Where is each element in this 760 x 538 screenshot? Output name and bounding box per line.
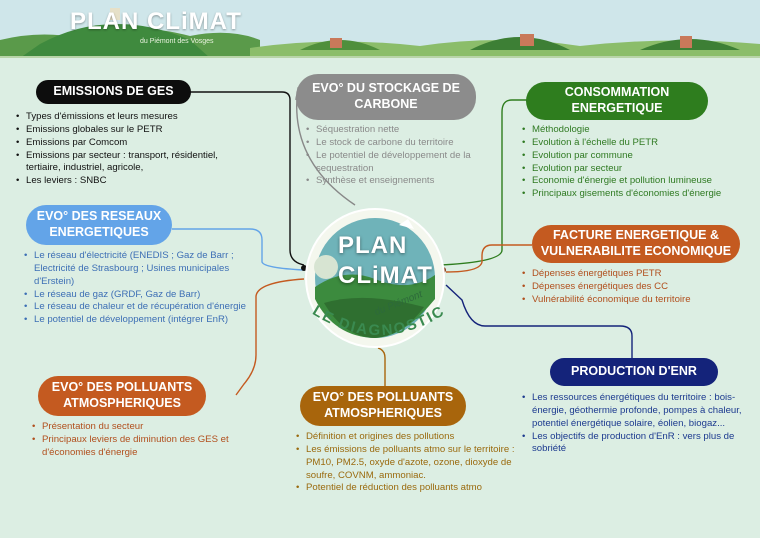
list-item: Le réseau de chaleur et de récupération … <box>24 301 264 314</box>
node-ges-list: Types d'émissions et leurs mesures Emiss… <box>14 111 236 188</box>
list-item: Dépenses énergétiques des CC <box>522 281 760 294</box>
connector-reseaux <box>172 228 305 271</box>
connector-production <box>445 284 633 358</box>
node-polluants-left-title[interactable]: EVO° DES POLLUANTS ATMOSPHERIQUES <box>38 376 206 416</box>
node-ges-title[interactable]: EMISSIONS DE GES <box>36 80 191 104</box>
svg-text:LE DIAGNOSTIC: LE DIAGNOSTIC <box>310 302 449 339</box>
node-polluants-center-list: Définition et origines des pollutions Le… <box>294 431 538 495</box>
list-item: Types d'émissions et leurs mesures <box>16 111 236 124</box>
list-item: Evolution par commune <box>522 150 760 163</box>
connector-polluants-left <box>235 278 305 396</box>
node-consommation-title[interactable]: CONSOMMATION ENERGETIQUE <box>526 82 708 120</box>
node-polluants-center-title-text: EVO° DES POLLUANTS ATMOSPHERIQUES <box>312 390 454 420</box>
node-ges-title-text: EMISSIONS DE GES <box>53 84 174 99</box>
list-item: Le potentiel de développement (intégrer … <box>24 314 264 327</box>
node-consommation-title-text: CONSOMMATION ENERGETIQUE <box>564 85 670 115</box>
list-item: Le stock de carbone du territoire <box>306 137 506 150</box>
node-facture-title[interactable]: FACTURE ENERGETIQUE & VULNERABILITE ECON… <box>532 225 740 263</box>
connector-facture <box>445 244 532 273</box>
center-caption-arc: LE DIAGNOSTIC <box>310 302 449 339</box>
banner-title: PLAN CLiMAT <box>70 8 242 35</box>
list-item: Principaux gisements d'économies d'énerg… <box>522 188 760 201</box>
center-caption: LE DIAGNOSTIC <box>310 302 447 339</box>
list-item: Le réseau de gaz (GRDF, Gaz de Barr) <box>24 289 264 302</box>
center-emblem <box>305 208 445 348</box>
node-production-title-text: PRODUCTION D'ENR <box>571 364 697 379</box>
list-item: Les ressources énergétiques du territoir… <box>522 392 760 431</box>
node-stockage-title[interactable]: EVO° DU STOCKAGE DE CARBONE <box>296 74 476 120</box>
list-item: Economie d'énergie et pollution lumineus… <box>522 175 760 188</box>
list-item: Evolution par secteur <box>522 163 760 176</box>
node-stockage-title-text: EVO° DU STOCKAGE DE CARBONE <box>312 81 460 111</box>
center-title-line2: CLiMAT <box>338 262 433 289</box>
center-title-line1: PLAN <box>338 232 408 259</box>
list-item: Vulnérabilité économique du territoire <box>522 294 760 307</box>
node-polluants-center-title[interactable]: EVO° DES POLLUANTS ATMOSPHERIQUES <box>300 386 466 426</box>
list-item: Synthèse et enseignements <box>306 175 506 188</box>
list-item: Emissions globales sur le PETR <box>16 124 236 137</box>
list-item: Le potentiel de développement de la sequ… <box>306 150 506 176</box>
list-item: Potentiel de réduction des polluants atm… <box>296 482 538 495</box>
connector-polluants-center <box>377 347 386 386</box>
list-item: Le réseau d'électricité (ENEDIS ; Gaz de… <box>24 250 264 289</box>
list-item: Les leviers : SNBC <box>16 175 236 188</box>
list-item: Les objectifs de production d'EnR : vers… <box>522 431 760 457</box>
node-stockage-list: Séquestration nette Le stock de carbone … <box>304 124 506 188</box>
list-item: Définition et origines des pollutions <box>296 431 538 444</box>
node-production-title[interactable]: PRODUCTION D'ENR <box>550 358 718 386</box>
list-item: Séquestration nette <box>306 124 506 137</box>
list-item: Présentation du secteur <box>32 421 274 434</box>
list-item: Méthodologie <box>522 124 760 137</box>
list-item: Evolution à l'échelle du PETR <box>522 137 760 150</box>
list-item: Principaux leviers de diminution des GES… <box>32 434 274 460</box>
node-reseaux-title[interactable]: EVO° DES RESEAUX ENERGETIQUES <box>26 205 172 245</box>
connector-ges <box>190 91 305 266</box>
node-facture-title-text: FACTURE ENERGETIQUE & VULNERABILITE ECON… <box>540 228 732 258</box>
node-reseaux-list: Le réseau d'électricité (ENEDIS ; Gaz de… <box>22 250 264 327</box>
node-facture-list: Dépenses énergétiques PETR Dépenses éner… <box>520 268 760 307</box>
list-item: Emissions par secteur : transport, résid… <box>16 150 236 176</box>
node-polluants-left-title-text: EVO° DES POLLUANTS ATMOSPHERIQUES <box>51 380 193 410</box>
list-item: Les émissions de polluants atmo sur le t… <box>296 444 538 483</box>
node-polluants-left-list: Présentation du secteur Principaux levie… <box>30 421 274 460</box>
node-production-list: Les ressources énergétiques du territoir… <box>520 392 760 456</box>
banner-subtitle: du Piémont des Vosges <box>140 38 214 45</box>
node-consommation-list: Méthodologie Evolution à l'échelle du PE… <box>520 124 760 201</box>
list-item: Dépenses énergétiques PETR <box>522 268 760 281</box>
list-item: Emissions par Comcom <box>16 137 236 150</box>
node-reseaux-title-text: EVO° DES RESEAUX ENERGETIQUES <box>36 209 162 239</box>
header-banner <box>0 0 760 58</box>
